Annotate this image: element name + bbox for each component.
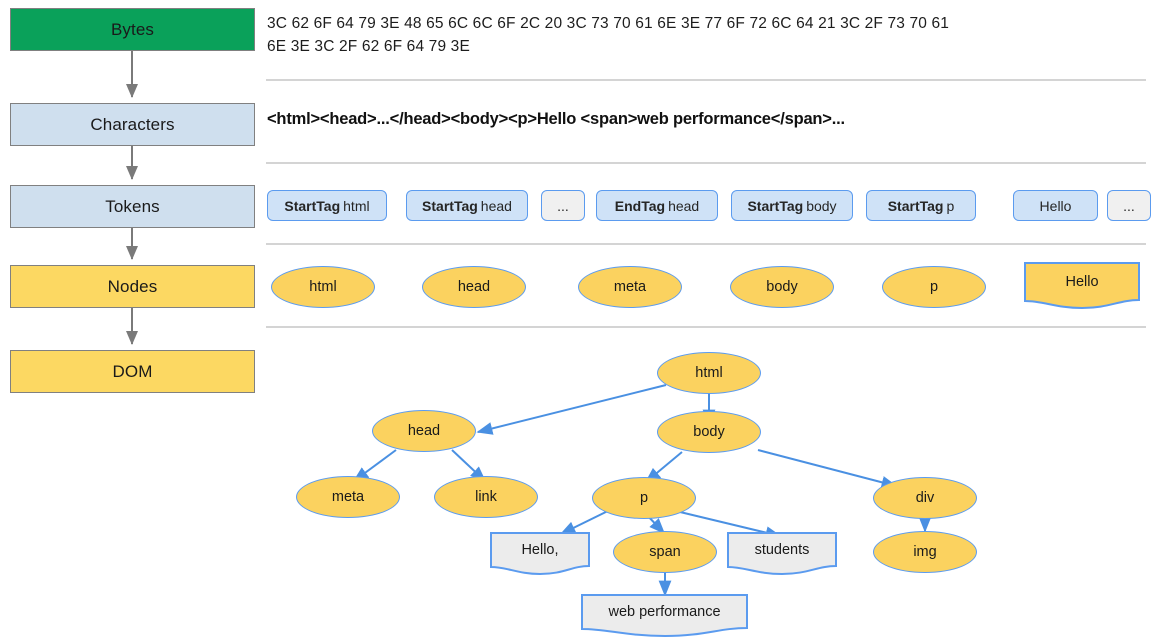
dom-node-html[interactable]: html (657, 352, 761, 394)
token-kind: EndTag (614, 197, 666, 214)
node-row-body[interactable]: body (730, 266, 834, 308)
pipeline-step-characters: Characters (10, 103, 255, 146)
pipeline-step-label: Bytes (110, 19, 155, 39)
token-value: head (480, 197, 512, 214)
token-ellipsis-2[interactable]: ... (1107, 190, 1151, 221)
token-kind: StartTag (422, 197, 478, 214)
dom-node-label: body (693, 424, 725, 440)
pipeline-step-bytes: Bytes (10, 8, 255, 51)
node-row-head[interactable]: head (422, 266, 526, 308)
dom-node-students-text[interactable]: students (727, 532, 837, 576)
pipeline-step-label: Nodes (107, 276, 158, 296)
node-row-meta[interactable]: meta (578, 266, 682, 308)
token-value: Hello (1039, 197, 1072, 214)
token-ellipsis-1[interactable]: ... (541, 190, 585, 221)
dom-node-label: head (407, 423, 441, 439)
section-separator-tokens (266, 243, 1146, 245)
dom-node-label: img (913, 544, 937, 560)
dom-node-meta[interactable]: meta (296, 476, 400, 518)
edge-html-head (476, 384, 667, 435)
token-value: body (806, 197, 837, 214)
token-value: ... (557, 197, 569, 214)
node-label: html (309, 279, 337, 295)
node-row-p[interactable]: p (882, 266, 986, 308)
dom-node-label: span (649, 544, 681, 560)
dom-node-body[interactable]: body (657, 411, 761, 453)
token-kind: StartTag (747, 197, 804, 214)
node-row-hello-text[interactable]: Hello (1024, 262, 1140, 310)
token-value: html (343, 197, 370, 214)
pipeline-step-label: Tokens (105, 196, 160, 216)
pipeline-step-label: DOM (112, 361, 153, 381)
section-separator-nodes (266, 326, 1146, 328)
dom-node-label: Hello, (521, 542, 559, 558)
dom-node-img[interactable]: img (873, 531, 977, 573)
token-value: head (668, 197, 700, 214)
edge-body-div (757, 449, 898, 489)
node-label: meta (613, 279, 647, 295)
node-label: Hello (1065, 274, 1099, 290)
node-label: p (929, 279, 939, 295)
token-value: p (946, 197, 955, 214)
node-label: head (457, 279, 491, 295)
node-row-html[interactable]: html (271, 266, 375, 308)
dom-node-p[interactable]: p (592, 477, 696, 519)
characters-markup-text: <html><head>...</head><body><p>Hello <sp… (267, 110, 845, 128)
dom-node-label: meta (331, 489, 365, 505)
dom-node-label: students (754, 542, 810, 558)
dom-node-link[interactable]: link (434, 476, 538, 518)
dom-node-label: html (695, 365, 723, 381)
dom-node-label: div (915, 490, 935, 506)
dom-node-label: link (475, 489, 497, 505)
pipeline-step-nodes: Nodes (10, 265, 255, 308)
pipeline-step-label: Characters (90, 114, 175, 134)
token-text-hello[interactable]: Hello (1013, 190, 1098, 221)
dom-node-hello-text[interactable]: Hello, (490, 532, 590, 576)
section-separator-characters (266, 162, 1146, 164)
dom-node-webperf-text[interactable]: web performance (581, 594, 748, 638)
token-kind: StartTag (284, 197, 341, 214)
pipeline-step-tokens: Tokens (10, 185, 255, 228)
dom-node-label: web performance (608, 604, 721, 620)
bytes-hex-text: 3C 62 6F 64 79 3E 48 65 6C 6C 6F 2C 20 3… (267, 15, 950, 55)
node-label: body (766, 279, 798, 295)
dom-node-label: p (639, 490, 649, 506)
dom-node-span[interactable]: span (613, 531, 717, 573)
dom-node-head[interactable]: head (372, 410, 476, 452)
token-kind: StartTag (887, 197, 944, 214)
dom-node-div[interactable]: div (873, 477, 977, 519)
section-separator-bytes (266, 79, 1146, 81)
pipeline-step-dom: DOM (10, 350, 255, 393)
token-value: ... (1123, 197, 1135, 214)
